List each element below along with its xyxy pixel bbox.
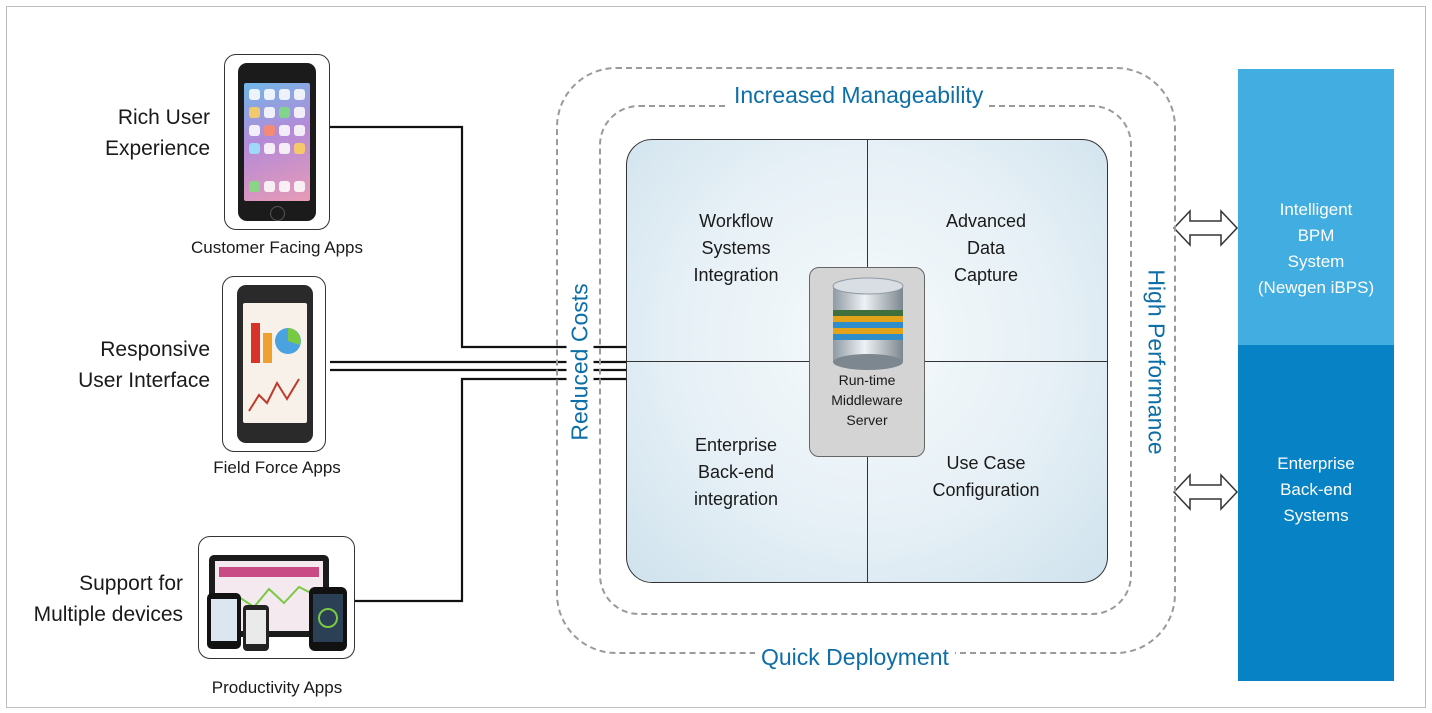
enterprise-backend-systems-block: Enterprise Back-end Systems (1238, 345, 1394, 681)
double-arrow-top (1172, 209, 1239, 247)
feature-rich-user-experience: Rich User Experience (104, 106, 210, 160)
label-reduced-costs: Reduced Costs (566, 277, 594, 447)
quadrant-advanced-data-capture: Advanced Data Capture (945, 211, 1027, 285)
intelligent-bpm-system-block: Intelligent BPM System (Newgen iBPS) (1238, 69, 1394, 345)
customer-phone-image (224, 54, 330, 230)
caption-field-force-apps: Field Force Apps (213, 458, 341, 477)
chart-screen-icon (248, 323, 301, 412)
app-grid-icon (249, 89, 305, 192)
server-label: Run-time Middleware Server (831, 372, 903, 428)
database-icon (832, 277, 904, 370)
label-high-performance: High Performance (1142, 263, 1170, 461)
middleware-server-box: Run-time Middleware Server (809, 267, 925, 457)
feature-multiple-devices: Support for Multiple devices (33, 572, 183, 626)
quadrant-use-case-configuration: Use Case Configuration (932, 453, 1040, 500)
diagram-frame (6, 6, 1426, 708)
caption-productivity-apps: Productivity Apps (211, 678, 343, 697)
smartphone-icon (238, 63, 316, 221)
chart-phone-icon (237, 285, 313, 443)
caption-customer-facing-apps: Customer Facing Apps (191, 238, 363, 257)
label-increased-manageability: Increased Manageability (728, 82, 990, 109)
label-quick-deployment: Quick Deployment (755, 644, 955, 671)
productivity-devices-image (198, 536, 355, 659)
multiple-devices-icon (207, 555, 347, 651)
quadrant-enterprise-backend-integration: Enterprise Back-end integration (693, 435, 779, 509)
field-phone-image (222, 276, 326, 452)
feature-responsive-ui: Responsive User Interface (78, 338, 210, 392)
quadrant-workflow-integration: Workflow Systems Integration (693, 211, 779, 285)
double-arrow-bottom (1172, 473, 1239, 511)
